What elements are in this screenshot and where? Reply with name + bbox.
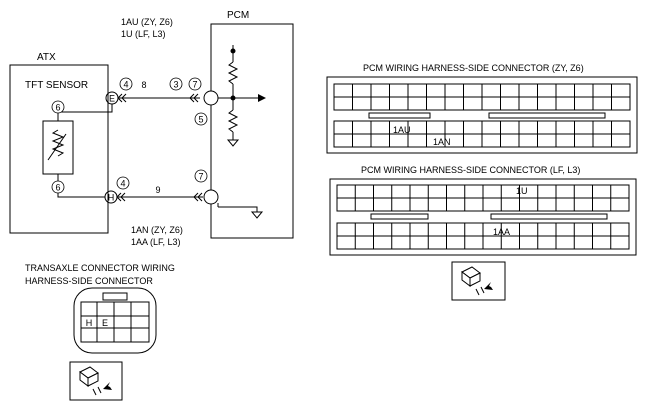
pcm-box [210,23,294,239]
tft-sensor-label: TFT SENSOR [25,80,88,91]
circle-badge [194,169,208,183]
circle-badge [169,77,183,91]
tft-thermistor-slash [47,133,67,161]
pcm-junction-dot [230,95,236,101]
pcm-ground-wire [218,206,258,212]
pin-top-label-1: 1AU (ZY, Z6) [121,17,173,27]
circle-number: 3 [173,80,178,90]
transaxle-title-2: HARNESS-SIDE CONNECTOR [25,276,153,286]
connector-lf-key-right [490,213,608,220]
transaxle-connector-latch [102,292,128,301]
circle-number: 7 [192,80,197,90]
circle-badge [194,112,208,126]
ground-icon-bottom [250,211,264,219]
pin-e-letter: E [109,94,115,104]
connector-view-icon-box [451,261,506,301]
transaxle-title-1: TRANSAXLE CONNECTOR WIRING [25,263,175,273]
pin-bottom-label-1: 1AN (ZY, Z6) [131,225,183,235]
circle-number: 6 [55,183,60,193]
connector-plug-icon [79,366,118,396]
pin-bottom-label-2: 1AA (LF, L3) [131,237,181,247]
circle-badge [116,176,130,190]
pcm-vref-dot [230,48,236,54]
connector-zy-pin-a: 1AU [393,125,411,135]
connector-lf-pin-b: 1AA [493,227,510,237]
connector-lf-title: PCM WIRING HARNESS-SIDE CONNECTOR (LF, L… [361,165,580,175]
pcm-pulldown-resistor [227,109,239,133]
circle-number: 9 [155,185,160,195]
transaxle-pin-h: H [86,318,93,328]
pin-top-label-2: 1U (LF, L3) [121,29,166,39]
connector-zy-key-left [368,112,431,119]
transaxle-connector-body [80,301,150,343]
circle-number: 5 [198,115,203,125]
pcm-terminal-top [203,90,219,106]
tft-wire-lower [57,174,105,198]
connector-zy-pin-b: 1AN [433,137,451,147]
circle-number: 7 [198,172,203,182]
pin-h-letter: H [108,193,115,203]
circle-number: 6 [55,103,60,113]
ground-icon-top [226,139,240,147]
connector-lf-outline [329,178,637,256]
circle-number: 4 [120,179,125,189]
pcm-pullup-resistor [227,61,239,85]
atx-label: ATX [37,52,56,63]
circle-badge [188,77,202,91]
connector-lf-pin-a: 1U [516,186,528,196]
connector-zy-key-right [488,112,606,119]
pcm-label: PCM [227,10,249,21]
atx-box [9,64,109,234]
connector-chevron-top-right [189,93,199,103]
connector-plug-icon [461,266,499,296]
transaxle-pin-e: E [102,318,108,328]
tft-wire-upper [57,104,113,121]
circle-number: 8 [141,80,146,90]
transaxle-connector-outline [73,287,157,354]
circle-badge [51,100,65,114]
connector-zy-title: PCM WIRING HARNESS-SIDE CONNECTOR (ZY, Z… [363,63,584,73]
connector-zy-outline [326,76,638,154]
pcm-terminal-bottom [203,189,219,205]
circle-badge [51,180,65,194]
connector-lf-key-left [370,213,429,220]
circle-number: 4 [123,80,128,90]
circle-badge [119,77,133,91]
connector-view-icon-box [69,361,123,401]
connector-chevron-bottom-right [193,192,203,202]
tft-thermistor-resistor [51,129,65,157]
